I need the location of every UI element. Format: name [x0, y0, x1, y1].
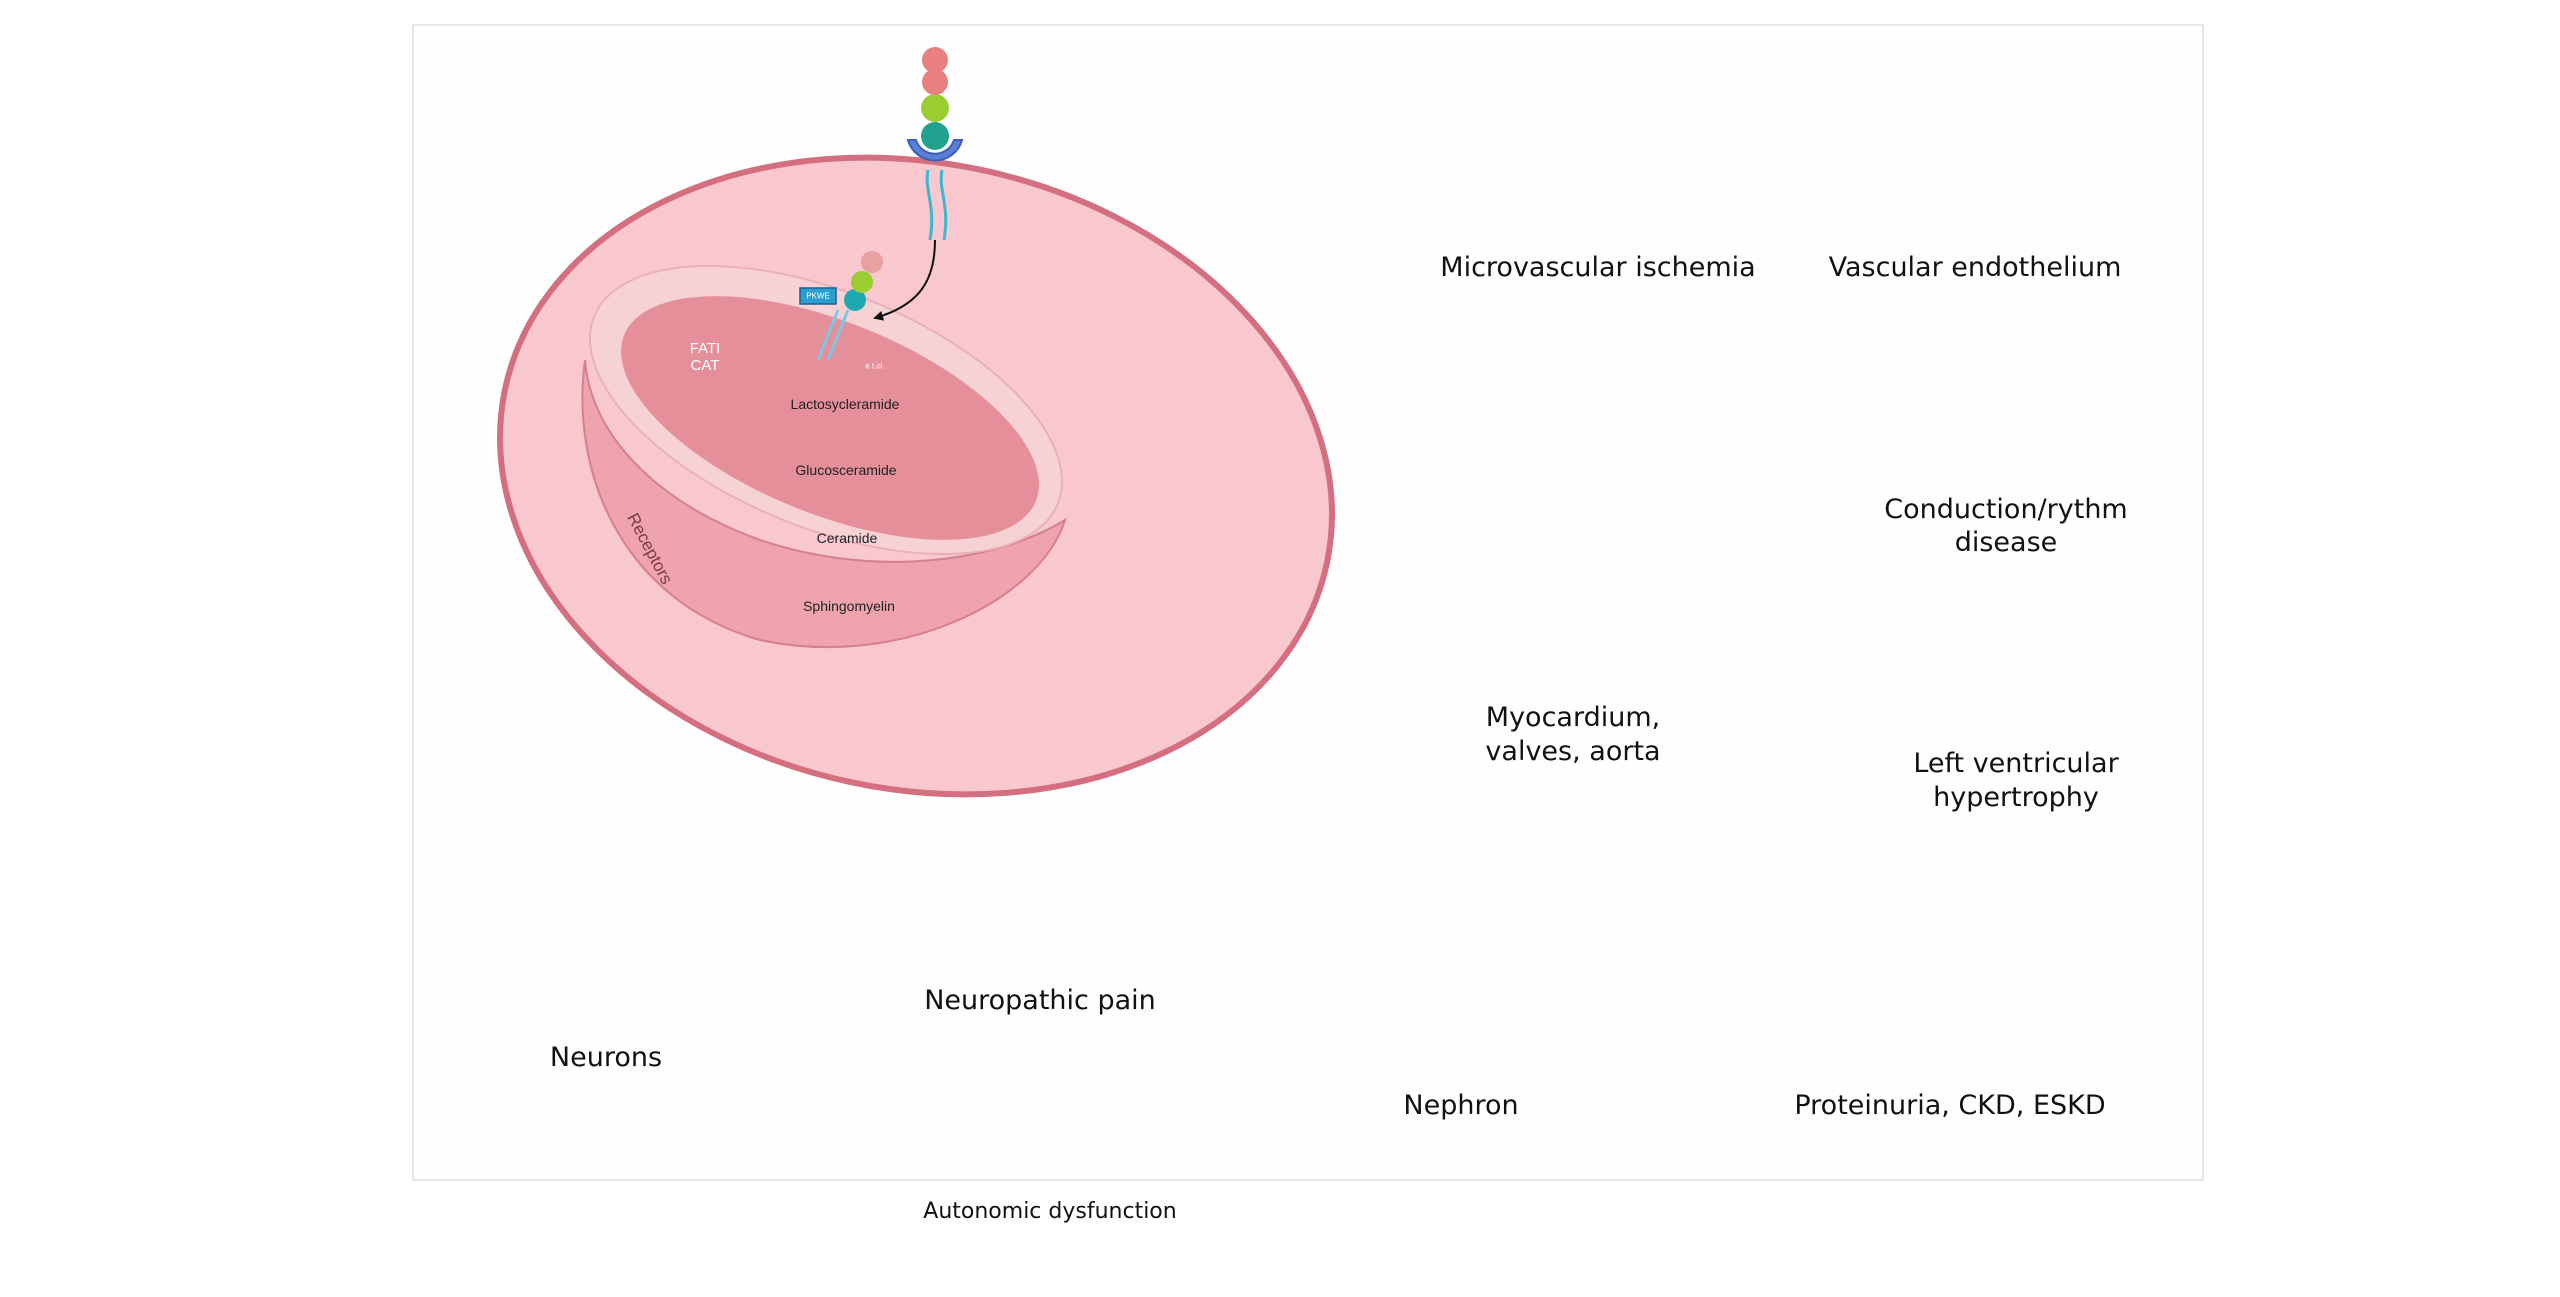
label-microvascular-ischemia: Microvascular ischemia — [1440, 251, 1756, 283]
label-neurons: Neurons — [549, 1041, 663, 1073]
label-myocardium-line1: Myocardium, — [1485, 701, 1661, 733]
label-lv-line2: hypertrophy — [1933, 781, 2099, 813]
pathway-step-ceramide: Ceramide — [816, 530, 878, 546]
pathway-step-glucosylceramide: Glucosceramide — [795, 462, 897, 478]
membrane-receptor-icon — [906, 47, 964, 241]
label-nephron: Nephron — [1403, 1089, 1519, 1121]
label-neuropathic-pain: Neuropathic pain — [924, 984, 1156, 1016]
label-conduction-line1: Conduction/rythm — [1884, 493, 2128, 525]
receptor-internalization-arrow — [873, 239, 936, 321]
receptor-tag-label: PKWE — [806, 291, 830, 301]
label-vascular-endothelium: Vascular endothelium — [1828, 251, 2122, 283]
label-lv-line1: Left ventricular — [1913, 747, 2119, 779]
label-autonomic-dysfunction: Autonomic dysfunction — [923, 1198, 1177, 1224]
lysosome-bowl — [581, 264, 1067, 649]
inner-receptor-icon — [799, 251, 883, 361]
pathway-step-lactosylceramide: Lactosycleramide — [790, 396, 900, 412]
label-conduction-line2: disease — [1954, 526, 2058, 558]
cell — [497, 47, 1335, 798]
label-proteinuria: Proteinuria, CKD, ESKD — [1794, 1089, 2106, 1121]
label-myocardium-line2: valves, aorta — [1485, 735, 1661, 767]
enzyme-label: e.t.ol. — [865, 361, 885, 371]
pathway-step-sphingomyelin: Sphingomyelin — [803, 598, 895, 614]
